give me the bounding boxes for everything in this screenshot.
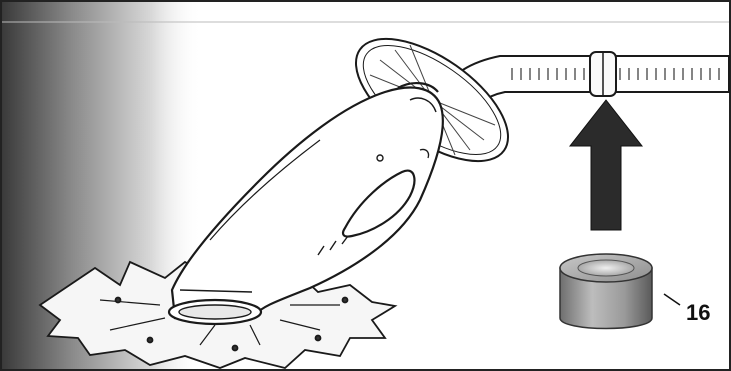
callout-label: 16 <box>686 300 710 325</box>
ring-seal-icon <box>560 254 652 329</box>
